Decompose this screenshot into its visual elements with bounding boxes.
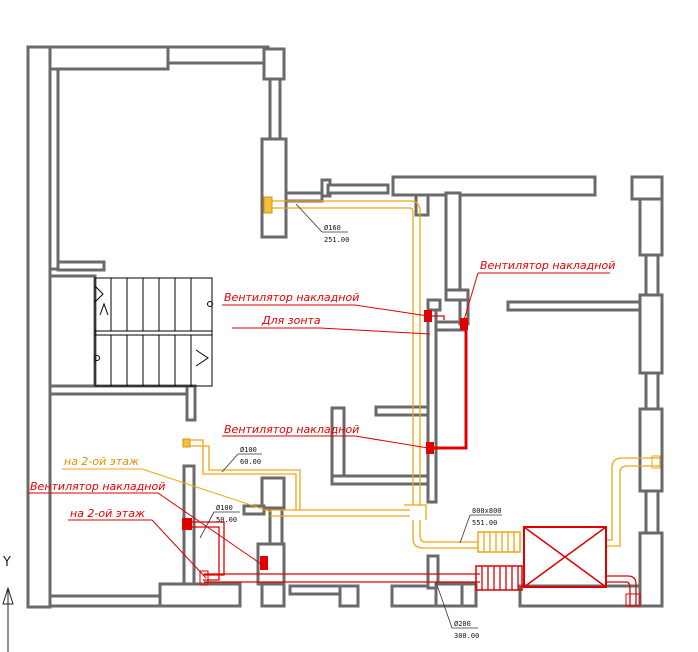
label-second-floor-supply: на 2-ой этаж bbox=[64, 455, 139, 468]
inlet-d160 bbox=[263, 196, 273, 214]
dim-d200-size: Ø200 bbox=[454, 620, 471, 628]
dim-d160-size: Ø160 bbox=[324, 224, 341, 232]
dim-d160-length: 251.00 bbox=[324, 236, 349, 244]
dim-d100b-size: Ø100 bbox=[216, 504, 233, 512]
walls bbox=[26, 45, 664, 609]
dim-d100b-length: 50.00 bbox=[216, 516, 237, 524]
label-fan-top-middle: Вентилятор накладной bbox=[224, 291, 359, 304]
staircase bbox=[94, 277, 213, 387]
label-fan-top-right: Вентилятор накладной bbox=[480, 259, 615, 272]
label-second-floor-exhaust: на 2-ой этаж bbox=[70, 507, 145, 520]
air-handling-unit bbox=[523, 526, 607, 588]
dim-rect-length: 551.00 bbox=[472, 519, 497, 527]
supply-duct-network bbox=[182, 196, 661, 553]
dim-d100a-length: 60.00 bbox=[240, 458, 261, 466]
label-hood: Для зонта bbox=[261, 314, 321, 327]
label-fan-middle: Вентилятор накладной bbox=[224, 423, 359, 436]
ucs-icon: Y bbox=[2, 555, 14, 652]
exhaust-duct-network bbox=[182, 310, 641, 607]
label-fan-left: Вентилятор накладной bbox=[30, 480, 165, 493]
ucs-y-label: Y bbox=[2, 555, 11, 570]
dim-d200-length: 300.00 bbox=[454, 632, 479, 640]
dim-rect-size: 800x800 bbox=[472, 507, 502, 515]
dim-d100a-size: Ø100 bbox=[240, 446, 257, 454]
leaders bbox=[28, 203, 610, 629]
